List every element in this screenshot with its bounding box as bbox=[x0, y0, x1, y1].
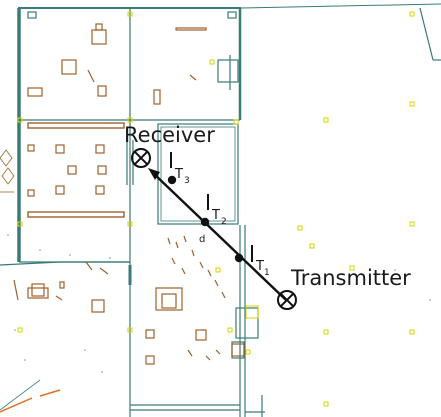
receiver-icon bbox=[131, 148, 151, 168]
signal-path bbox=[148, 168, 287, 301]
transmitter-icon bbox=[277, 290, 297, 310]
t3-label: T bbox=[174, 167, 183, 182]
t2-subscript: 2 bbox=[221, 217, 227, 227]
t3-subscript: 3 bbox=[184, 176, 190, 186]
noise-dots bbox=[7, 234, 431, 373]
t1-label: T bbox=[255, 259, 264, 274]
transmitter-label: Transmitter bbox=[290, 266, 411, 290]
point-t2 bbox=[200, 217, 210, 227]
t2-label: T bbox=[211, 208, 220, 223]
receiver-label: Receiver bbox=[124, 123, 215, 147]
markers bbox=[17, 11, 415, 407]
furniture bbox=[13, 23, 245, 365]
accent-lines bbox=[0, 389, 61, 413]
distance-label: d bbox=[199, 234, 205, 245]
plants bbox=[0, 149, 15, 193]
path-line bbox=[151, 171, 287, 301]
arrow-head bbox=[148, 168, 160, 180]
t1-subscript: 1 bbox=[264, 268, 270, 278]
point-t1 bbox=[234, 253, 244, 263]
point-t3 bbox=[167, 175, 177, 185]
walls bbox=[0, 3, 441, 417]
